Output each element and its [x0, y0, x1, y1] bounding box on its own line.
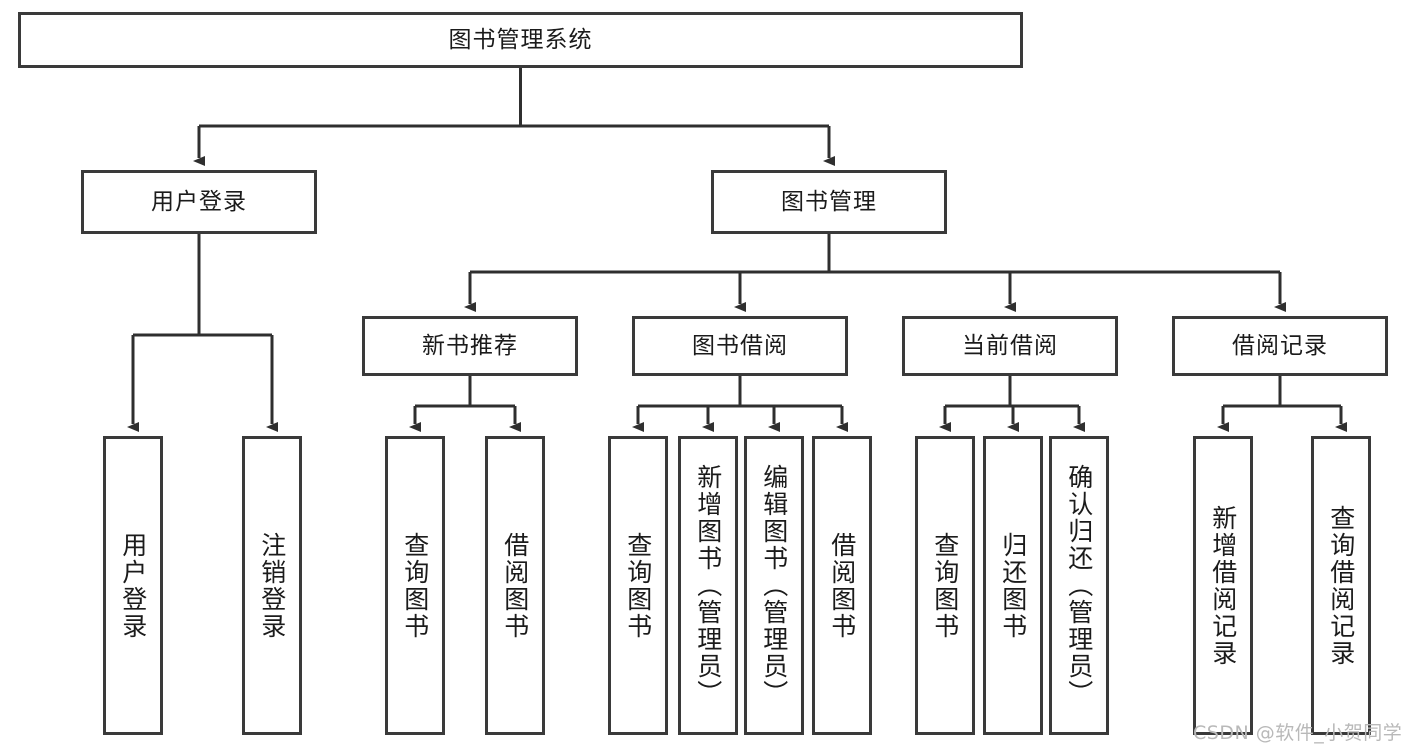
csdn-watermark: CSDN @软件_小贺同学: [1193, 722, 1403, 744]
node-leaf-query-book-2[interactable]: 查询图书: [608, 436, 668, 735]
node-leaf-add-borrow-record-label: 新增借阅记录: [1208, 504, 1238, 667]
node-leaf-query-book-3-label: 查询图书: [930, 531, 960, 640]
node-book-manage[interactable]: 图书管理: [711, 170, 947, 234]
node-leaf-add-book-label: 新增图书（管理员）: [693, 464, 723, 707]
node-leaf-borrow-book-1-label: 借阅图书: [500, 531, 530, 640]
node-leaf-confirm-return-label: 确认归还（管理员）: [1064, 464, 1094, 707]
node-book-manage-label: 图书管理: [781, 188, 877, 215]
node-book-borrow[interactable]: 图书借阅: [632, 316, 848, 376]
node-borrow-record[interactable]: 借阅记录: [1172, 316, 1388, 376]
node-leaf-edit-book-label: 编辑图书（管理员）: [759, 464, 789, 707]
node-leaf-borrow-book-1[interactable]: 借阅图书: [485, 436, 545, 735]
node-root[interactable]: 图书管理系统: [18, 12, 1023, 68]
node-user-login[interactable]: 用户登录: [81, 170, 317, 234]
node-leaf-query-book-1-label: 查询图书: [400, 531, 430, 640]
node-leaf-logout-label: 注销登录: [257, 531, 287, 640]
node-current-borrow[interactable]: 当前借阅: [902, 316, 1118, 376]
node-new-book-recommend-label: 新书推荐: [422, 332, 518, 359]
node-leaf-query-book-2-label: 查询图书: [623, 531, 653, 640]
node-leaf-add-borrow-record[interactable]: 新增借阅记录: [1193, 436, 1253, 735]
node-leaf-return-book[interactable]: 归还图书: [983, 436, 1043, 735]
node-leaf-query-borrow-record[interactable]: 查询借阅记录: [1311, 436, 1371, 735]
node-leaf-borrow-book-2[interactable]: 借阅图书: [812, 436, 872, 735]
node-leaf-logout[interactable]: 注销登录: [242, 436, 302, 735]
node-leaf-return-book-label: 归还图书: [998, 531, 1028, 640]
node-leaf-add-book[interactable]: 新增图书（管理员）: [678, 436, 738, 735]
node-leaf-edit-book[interactable]: 编辑图书（管理员）: [744, 436, 804, 735]
node-user-login-label: 用户登录: [151, 188, 247, 215]
node-book-borrow-label: 图书借阅: [692, 332, 788, 359]
node-leaf-borrow-book-2-label: 借阅图书: [827, 531, 857, 640]
node-leaf-query-book-3[interactable]: 查询图书: [915, 436, 975, 735]
node-leaf-query-borrow-record-label: 查询借阅记录: [1326, 504, 1356, 667]
node-root-label: 图书管理系统: [448, 26, 593, 53]
node-leaf-confirm-return[interactable]: 确认归还（管理员）: [1049, 436, 1109, 735]
node-borrow-record-label: 借阅记录: [1232, 332, 1328, 359]
node-leaf-query-book-1[interactable]: 查询图书: [385, 436, 445, 735]
node-new-book-recommend[interactable]: 新书推荐: [362, 316, 578, 376]
node-leaf-user-login-label: 用户登录: [118, 531, 148, 640]
node-current-borrow-label: 当前借阅: [962, 332, 1058, 359]
node-leaf-user-login[interactable]: 用户登录: [103, 436, 163, 735]
